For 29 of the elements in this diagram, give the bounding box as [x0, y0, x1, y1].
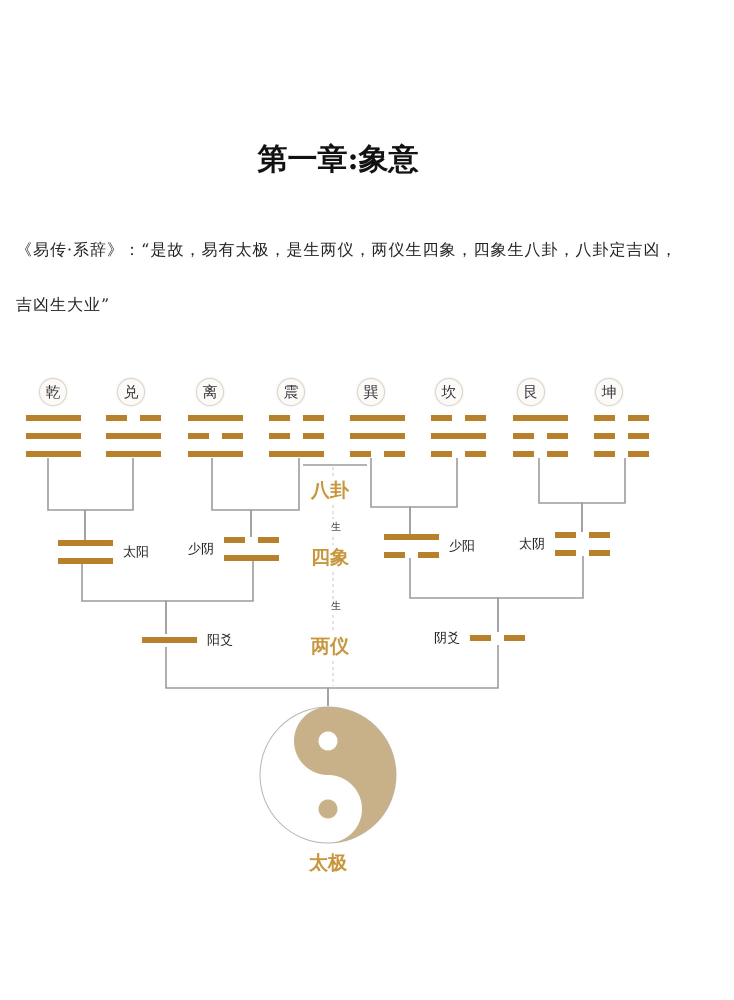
trigram-name: 震: [277, 378, 305, 406]
connector-line: [84, 458, 134, 540]
trigram-name: 乾: [39, 378, 67, 406]
connector-line: [581, 458, 626, 532]
trigram-name: 巽: [357, 378, 385, 406]
bigram-label: 太阴: [519, 538, 545, 550]
trigram-name: 离: [196, 378, 224, 406]
step-label: 生: [331, 601, 341, 613]
connector-line: [497, 556, 584, 632]
trigram-name: 坎: [435, 378, 463, 406]
yin-yang-label: 太极: [308, 852, 348, 875]
step-label: 生: [331, 522, 341, 534]
trigram-name: 兑: [117, 378, 145, 406]
connector-line: [327, 645, 499, 706]
level-label: 四象: [311, 546, 349, 570]
trigram-name: 坤: [595, 378, 623, 406]
line-label: 阳爻: [207, 634, 233, 646]
bigram-label: 太阳: [123, 546, 149, 558]
line-label: 阴爻: [434, 632, 460, 644]
level-label: 八卦: [311, 480, 349, 502]
trigram-name: 艮: [517, 378, 545, 406]
quote-text: 《易传·系辞》：“是故，易有太极，是生两仪，两仪生四象，四象生八卦，八卦定吉凶，吉凶生大业”: [16, 239, 678, 316]
connector-line: [250, 458, 300, 537]
bigram-label: 少阴: [188, 542, 214, 556]
connector-line: [165, 561, 254, 634]
bigram-label: 少阳: [449, 540, 475, 552]
chapter-title: 第一章:象意: [256, 141, 420, 179]
connector-line: [409, 458, 458, 534]
level-label: 两仪: [311, 636, 349, 658]
